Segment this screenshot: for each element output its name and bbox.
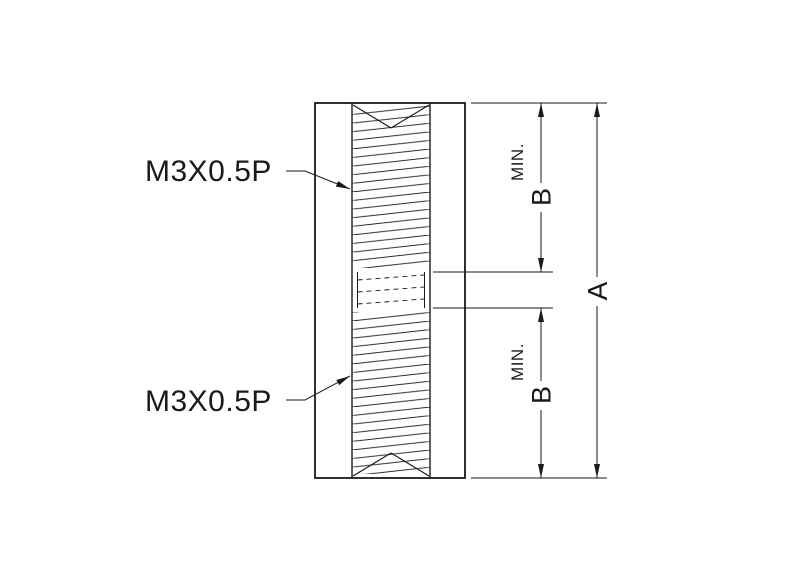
dim-b-top-min-label: MIN. bbox=[508, 143, 527, 181]
dim-a-label: A bbox=[582, 281, 613, 300]
thread-callout-top-label: M3X0.5P bbox=[145, 155, 272, 188]
drawing-labels: M3X0.5P M3X0.5P MIN. B MIN. B A bbox=[145, 143, 613, 418]
dim-b-bottom-min-label: MIN. bbox=[508, 343, 527, 381]
bottom-chamfer bbox=[352, 452, 430, 477]
dim-b-bottom-label: B bbox=[526, 386, 556, 404]
leader-line-top bbox=[286, 170, 351, 190]
leader-line-bottom bbox=[286, 375, 351, 401]
dim-b-top-label: B bbox=[526, 188, 556, 206]
part-body bbox=[314, 102, 466, 479]
thread-section-bottom bbox=[352, 312, 430, 474]
thread-relief-gap bbox=[357, 272, 425, 308]
thread-section-top bbox=[352, 106, 430, 268]
top-chamfer bbox=[352, 104, 430, 129]
part-outline bbox=[314, 102, 466, 479]
dimension-lines bbox=[286, 102, 607, 479]
thread-callout-bottom-label: M3X0.5P bbox=[145, 385, 272, 418]
